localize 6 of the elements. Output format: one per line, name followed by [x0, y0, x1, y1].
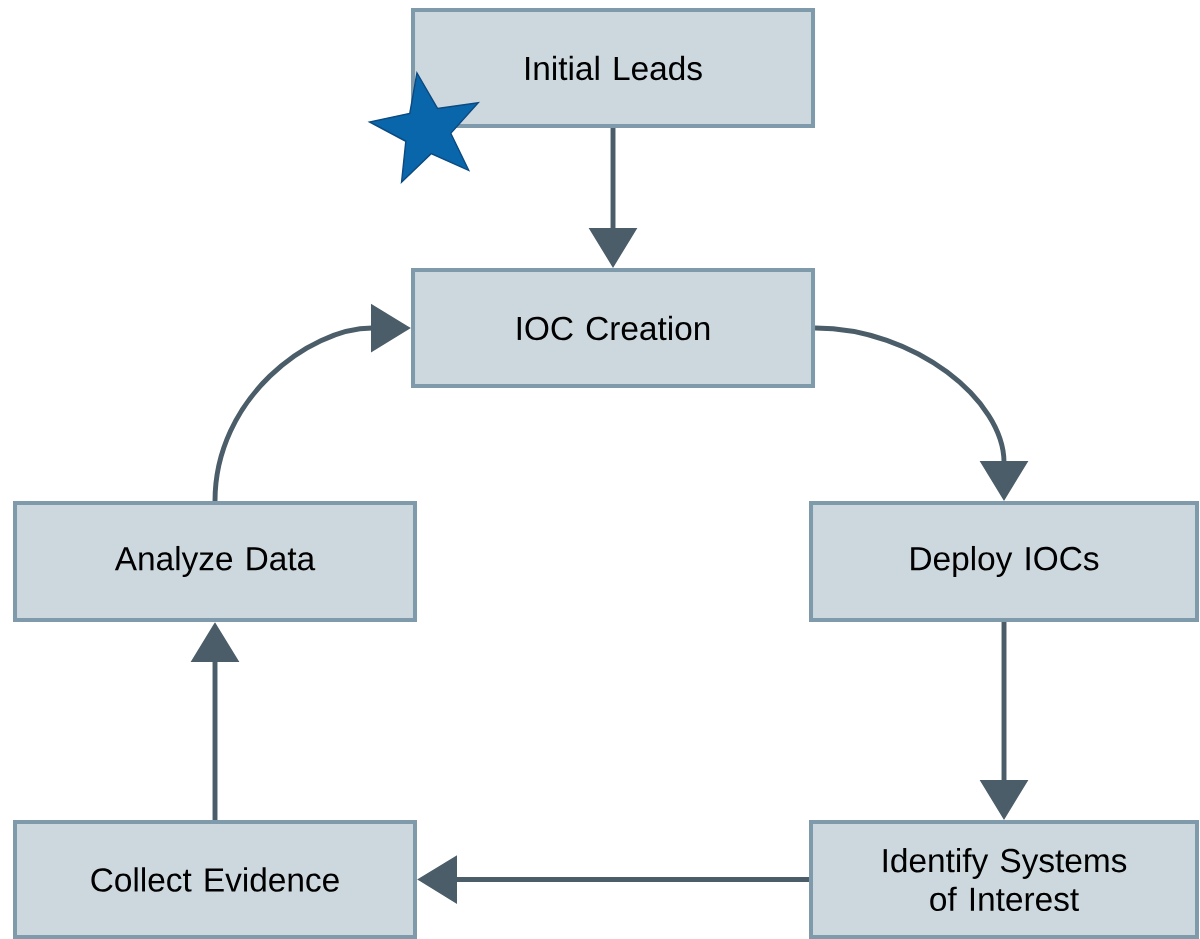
process-box: Deploy IOCs — [809, 501, 1200, 623]
process-box: Collect Evidence — [13, 820, 418, 939]
process-box: Initial Leads — [411, 8, 816, 129]
process-box: Identify Systems of Interest — [809, 820, 1200, 939]
process-box: IOC Creation — [411, 268, 816, 389]
process-box: Analyze Data — [13, 501, 418, 623]
